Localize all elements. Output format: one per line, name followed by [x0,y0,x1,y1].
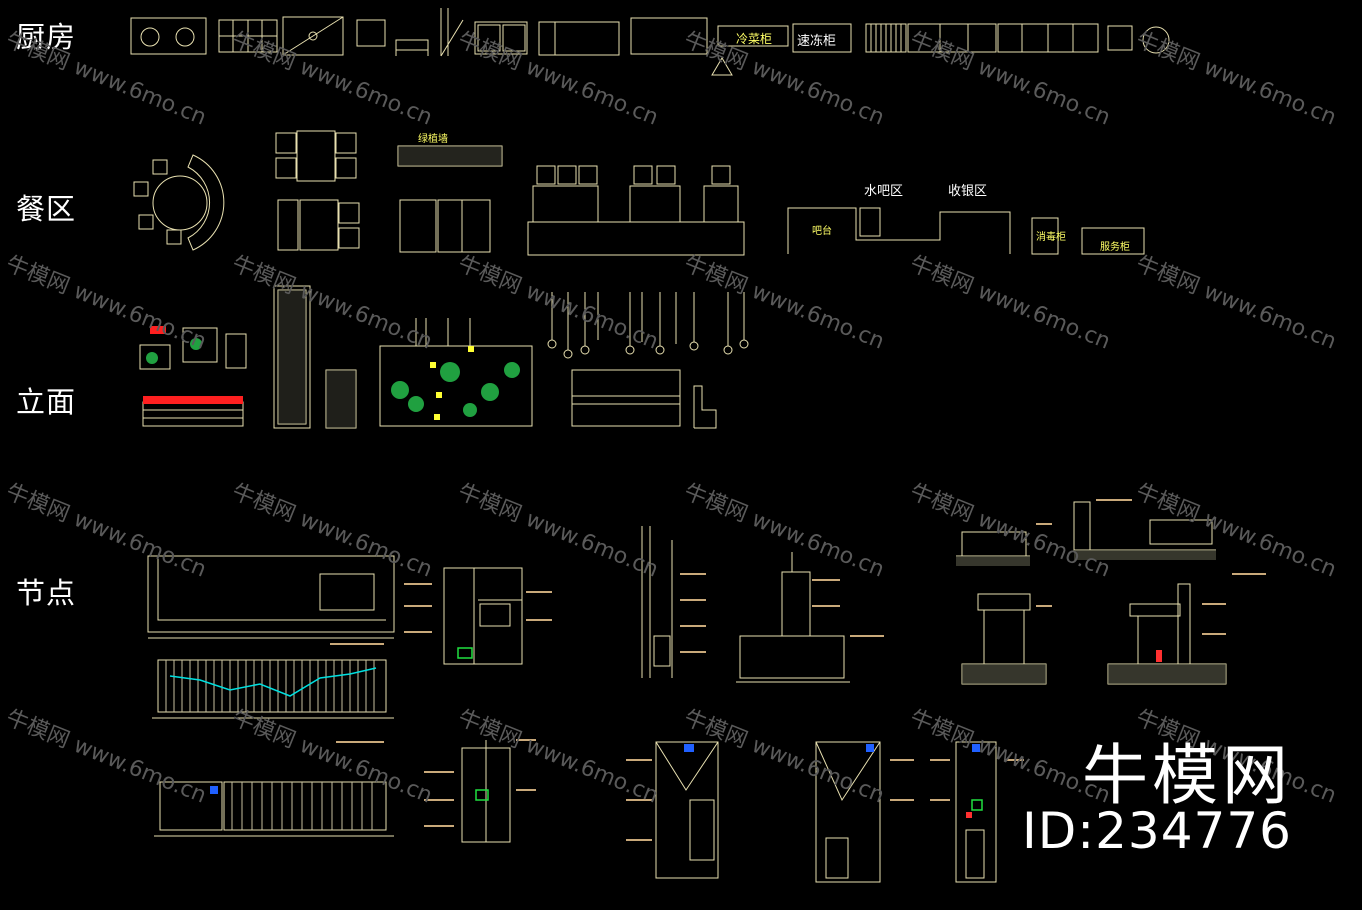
kitchen-shelf [218,19,278,53]
elevation-booth-section [571,369,717,429]
kitchen-burner [1107,25,1133,51]
node-column-section-a [443,567,523,665]
label-water-bar: 水吧区 [864,184,904,199]
slat-wall-lines [165,660,375,830]
detail-blue-markers [210,744,980,794]
kitchen-counter [630,17,708,55]
kitchen-vent [440,8,464,57]
elevation-pendant-lights [547,292,749,359]
node-column-section-b [461,740,511,843]
kitchen-basin-row [907,23,1099,53]
node-ceiling-section-c [955,741,997,883]
kitchen-cold-counter-symbol [711,57,733,76]
node-slat-wall-curve [169,667,377,697]
node-slat-wall-elevation [152,659,394,719]
label-bar-counter: 吧台 [812,226,832,237]
label-service-counter: 服务柜 [1100,242,1130,253]
node-booth-back-section [736,552,850,683]
detail-green-markers [457,647,983,811]
kitchen-cart [356,19,386,47]
label-ice-cabinet: 速冻柜 [797,34,837,49]
elevation-screen-panels [273,285,357,429]
section-label-kitchen: 厨房 [16,20,77,54]
detail-red-markers [966,650,1162,818]
label-green-wall: 绿植墙 [418,134,448,145]
label-cold-counter: 冷菜柜 [736,32,773,46]
label-cashier: 收银区 [948,184,988,199]
node-ceiling-section-a [655,741,719,879]
elevation-yellow-markers [430,346,474,420]
node-sofa-section [147,555,395,639]
section-label-elevation: 立面 [16,385,77,419]
dining-green-wall-plan [397,145,503,167]
dining-four-seat-table [275,130,491,253]
kitchen-cold-counter [717,25,789,47]
kitchen-drain-rack [865,23,907,53]
elevation-red-flowers [143,326,243,404]
dining-service-counter [1081,227,1145,255]
floor-hatch-patterns [278,146,1226,684]
brand-id: ID:234776 [1022,802,1292,860]
dining-dishwasher [1031,217,1059,255]
dining-bar-and-cashier-counter [787,207,1011,254]
node-wall-section-a [641,526,673,678]
dining-round-table [133,154,225,251]
kitchen-round-tray [1142,26,1170,54]
kitchen-wok-station [474,21,528,55]
brand-name: 牛模网 [1082,737,1292,814]
elevation-green-plants [146,338,520,417]
kitchen-stove [130,17,207,55]
elevation-green-wall [379,318,533,427]
section-label-nodes: 节点 [16,576,77,610]
kitchen-sink [282,16,344,56]
kitchen-prep-table [538,21,620,56]
label-dishwasher: 消毒柜 [1036,232,1066,243]
node-ceiling-section-b [815,741,881,883]
kitchen-ice-cabinet [792,23,852,53]
node-slat-wall-plan [154,781,394,837]
kitchen-table [395,39,429,56]
section-label-dining: 餐区 [16,192,77,226]
annotation-leaders [330,499,1266,841]
dining-booth-row [527,165,745,256]
